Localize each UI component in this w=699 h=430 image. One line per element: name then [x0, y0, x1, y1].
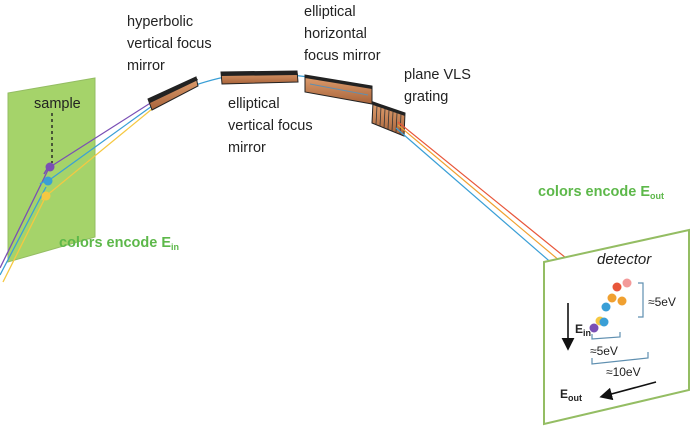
colors-encode-ein: colors encode Ein [59, 235, 179, 252]
dim-10ev: ≈10eV [606, 365, 641, 379]
elliptical-horizontal-mirror-label: elliptical horizontal focus mirror [304, 4, 381, 64]
sample-label: sample [34, 96, 81, 112]
dim-5ev-vertical: ≈5eV [648, 295, 676, 309]
e-out-label: Eout [560, 387, 582, 403]
detector-dot-orange [617, 296, 627, 306]
detector-dot-blue [601, 302, 611, 312]
elliptical-vertical-mirror [220, 70, 299, 85]
detector-dot-blue-2 [599, 317, 609, 327]
e-out-arrow [599, 381, 657, 401]
beams-sample-to-m1 [45, 101, 153, 197]
detector-dot-pink [622, 278, 632, 288]
detector-dot-red [612, 282, 622, 292]
sample-arrow-yellow [41, 192, 47, 201]
grating-label: plane VLS grating [404, 67, 475, 105]
hyperbolic-mirror-label: hyperbolic vertical focus mirror [127, 14, 216, 74]
bracket-horizontal-5ev [591, 332, 621, 340]
bracket-10ev [591, 352, 649, 365]
elliptical-horizontal-mirror [304, 74, 373, 105]
colors-encode-eout: colors encode Eout [538, 184, 664, 201]
detector-panel [543, 228, 690, 426]
sample-arrow-purple [43, 163, 51, 175]
bracket-vertical-5ev [638, 282, 644, 318]
dim-5ev-horizontal: ≈5eV [590, 344, 618, 358]
sample-arrow-blue [39, 178, 49, 185]
incident-beams [0, 169, 49, 283]
elliptical-vertical-mirror-label: elliptical vertical focus mirror [228, 96, 317, 156]
e-in-label: Ein [575, 322, 591, 338]
hyperbolic-mirror [147, 76, 199, 111]
detector-dot-purple [589, 323, 599, 333]
detector-dot-orange-2 [607, 293, 617, 303]
detector-label: detector [597, 251, 652, 268]
